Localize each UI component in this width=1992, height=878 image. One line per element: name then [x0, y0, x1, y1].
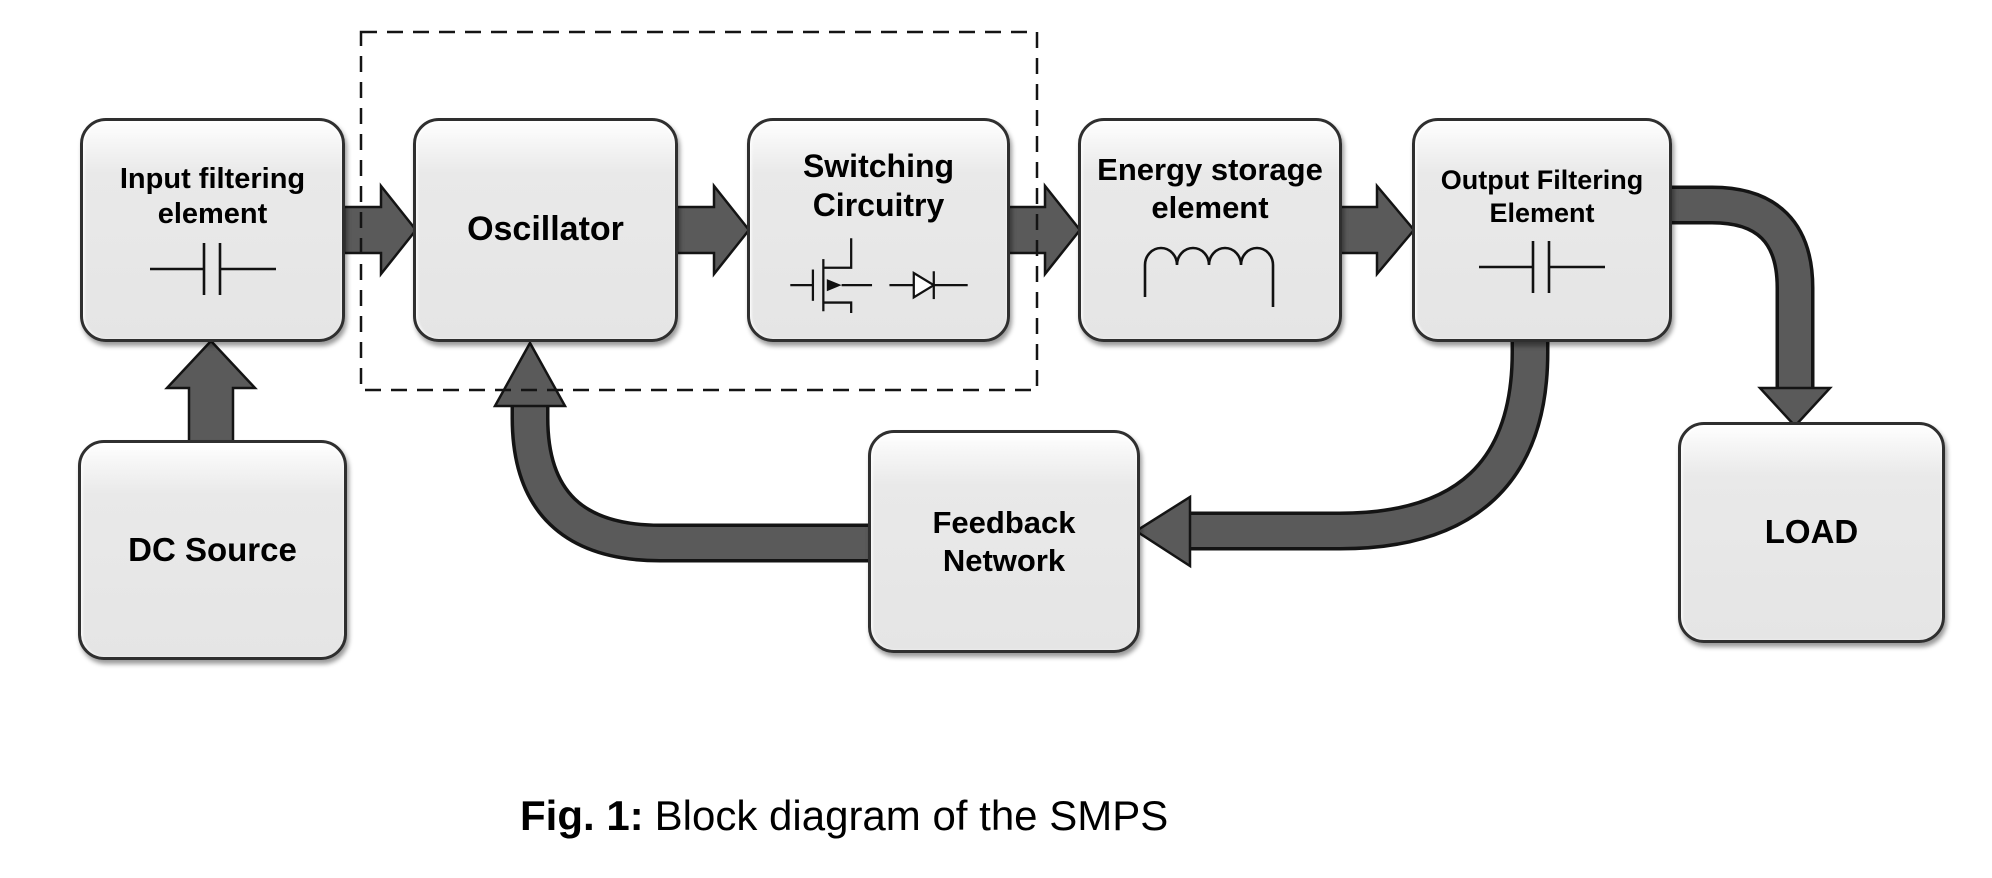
capacitor-icon [1479, 240, 1605, 293]
figure-caption: Fig. 1:Block diagram of the SMPS [520, 792, 1168, 840]
node-label-line: element [157, 198, 268, 230]
node-label-line: Oscillator [467, 210, 624, 249]
figure-caption-text: Block diagram of the SMPS [654, 792, 1169, 839]
node-label-line: Circuitry [812, 187, 945, 223]
node-output-filtering-element: Output Filtering Element [1412, 118, 1672, 342]
node-label: Switching Circuitry [803, 147, 954, 225]
node-label: DC Source [128, 530, 297, 570]
inductor-icon [1143, 246, 1275, 307]
node-label-line: Feedback [932, 504, 1076, 540]
arrow-oscillator-to-switching [675, 182, 751, 278]
diode-icon [888, 271, 968, 300]
node-label-line: Input filtering [119, 162, 306, 195]
mosfet-diode-icon [789, 238, 968, 314]
node-label-line: Element [1489, 198, 1595, 228]
capacitor-icon [149, 243, 276, 296]
arrow-output-to-feedback [1133, 336, 1550, 569]
arrow-dc-to-input [164, 339, 258, 444]
arrow-switching-to-energy [1006, 182, 1082, 278]
arrow-energy-to-output [1338, 182, 1416, 278]
node-load: LOAD [1678, 422, 1945, 643]
node-label-line: LOAD [1764, 513, 1859, 551]
node-switching-circuitry: Switching Circuitry [747, 118, 1010, 342]
node-label: Output Filtering Element [1441, 164, 1643, 230]
node-label-line: Energy storage [1097, 152, 1323, 188]
node-feedback-network: Feedback Network [868, 430, 1140, 653]
node-label-line: Network [942, 542, 1066, 578]
node-label-line: Switching [802, 147, 955, 184]
node-oscillator: Oscillator [413, 118, 678, 342]
arrow-input-to-oscillator [342, 182, 418, 278]
node-label: Energy storage element [1097, 151, 1323, 227]
node-energy-storage-element: Energy storage element [1078, 118, 1342, 342]
node-input-filtering-element: Input filtering element [80, 118, 345, 342]
arrow-feedback-to-oscillator [492, 340, 874, 563]
arrow-output-to-load [1664, 185, 1833, 428]
node-label: Oscillator [467, 209, 624, 250]
node-dc-source: DC Source [78, 440, 347, 660]
node-label-line: element [1151, 190, 1269, 225]
node-label-line: DC Source [128, 530, 297, 568]
node-label-line: Output Filtering [1440, 165, 1644, 196]
node-label: Feedback Network [932, 504, 1075, 580]
node-label: Input filtering element [120, 162, 305, 233]
node-label: LOAD [1765, 512, 1859, 552]
dashed-group-outline [359, 30, 1039, 392]
mosfet-icon [789, 238, 872, 314]
figure-caption-label: Fig. 1: [520, 792, 644, 839]
